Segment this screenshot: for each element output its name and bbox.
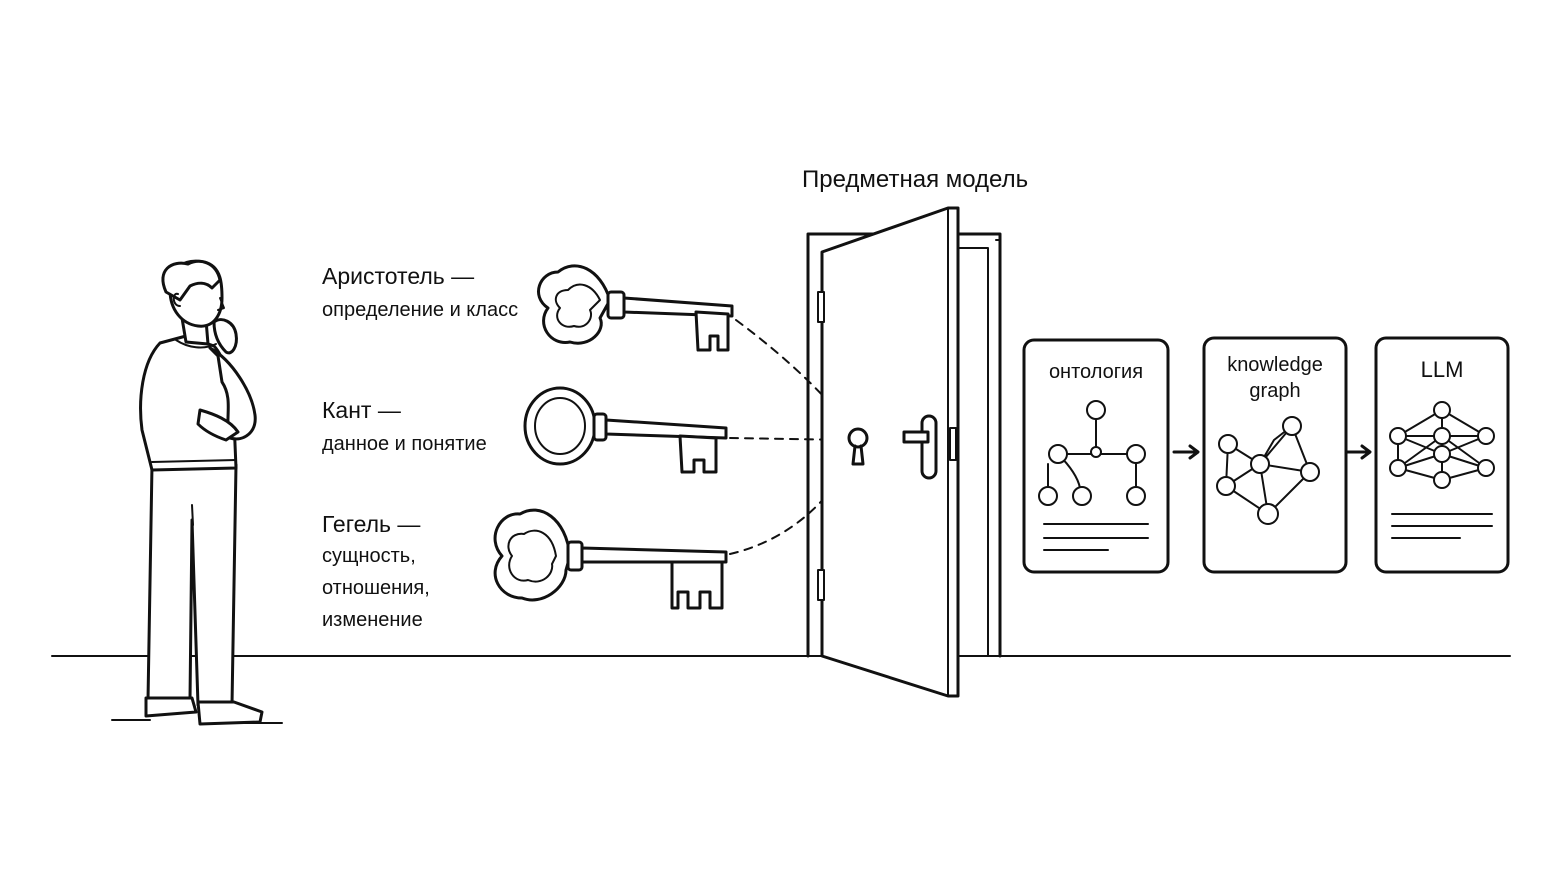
kant-key-icon — [523, 386, 728, 474]
kant-description: данное и понятие — [322, 433, 487, 455]
neural-network-icon — [1389, 401, 1495, 489]
ontology-card — [1022, 338, 1170, 574]
aristotle-key-icon — [537, 264, 734, 352]
hegel-name: Гегель — — [322, 511, 421, 537]
aristotle-description: определение и класс — [322, 299, 519, 321]
keyhole-icon — [847, 427, 869, 466]
door-title: Предметная модель — [802, 166, 1029, 193]
llm-card — [1374, 336, 1510, 574]
tree-graph-icon — [1038, 400, 1146, 506]
llm-card-title: LLM — [1420, 357, 1464, 382]
hegel-description-line-1: сущность, — [322, 545, 416, 567]
door-illustration — [806, 206, 1002, 698]
network-graph-icon — [1216, 416, 1320, 525]
hegel-description-line-2: отношения, — [322, 577, 430, 599]
knowledge-graph-card — [1202, 336, 1348, 574]
hegel-key-icon — [493, 508, 728, 610]
door-handle-icon — [902, 414, 938, 480]
thinking-man-figure — [111, 259, 283, 726]
text-lines-icon — [1391, 513, 1493, 539]
knowledge-graph-title-line-1: knowledge — [1227, 354, 1323, 376]
text-lines-icon — [1043, 523, 1149, 551]
arrow-icon — [1172, 444, 1200, 460]
ontology-card-title: онтология — [1048, 361, 1144, 383]
hegel-description-line-3: изменение — [322, 609, 423, 631]
knowledge-graph-title-line-2: graph — [1249, 380, 1301, 402]
kant-name: Кант — — [322, 397, 401, 423]
aristotle-name: Аристотель — — [322, 263, 475, 289]
arrow-icon — [1344, 444, 1372, 460]
